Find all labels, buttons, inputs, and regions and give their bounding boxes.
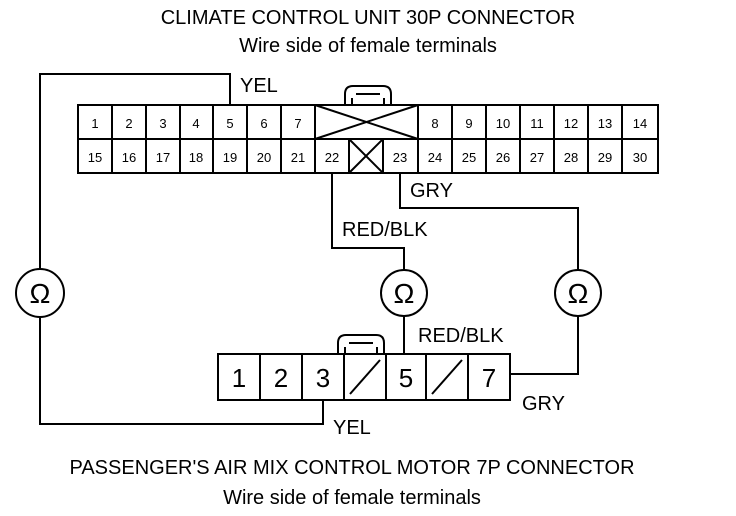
top-connector-subtitle: Wire side of female terminals <box>239 35 497 57</box>
motor-terminal-5: 5 <box>399 363 413 393</box>
terminal-12: 12 <box>564 116 578 131</box>
label-yel-top: YEL <box>240 75 278 97</box>
ohm-symbol-right: Ω <box>568 278 589 309</box>
ohmmeter-left: Ω <box>15 268 65 318</box>
terminal-1: 1 <box>91 116 98 131</box>
terminal-19: 19 <box>223 150 237 165</box>
terminal-16: 16 <box>122 150 136 165</box>
terminal-22: 22 <box>325 150 339 165</box>
terminal-6: 6 <box>260 116 267 131</box>
terminal-13: 13 <box>598 116 612 131</box>
label-redblk-top: RED/BLK <box>342 219 428 241</box>
terminal-24: 24 <box>428 150 442 165</box>
terminal-25: 25 <box>462 150 476 165</box>
label-gry-top: GRY <box>410 180 453 202</box>
wire-redblk-upper <box>331 173 405 270</box>
terminal-9: 9 <box>465 116 472 131</box>
terminal-5: 5 <box>226 116 233 131</box>
terminal-14: 14 <box>633 116 647 131</box>
ohmmeter-middle: Ω <box>380 269 428 317</box>
climate-control-30p-connector <box>77 104 659 174</box>
ohmmeter-right: Ω <box>554 269 602 317</box>
terminal-21: 21 <box>291 150 305 165</box>
terminal-30: 30 <box>633 150 647 165</box>
terminal-17: 17 <box>156 150 170 165</box>
terminal-20: 20 <box>257 150 271 165</box>
bottom-connector-title: PASSENGER'S AIR MIX CONTROL MOTOR 7P CON… <box>69 457 634 479</box>
top-connector-latch <box>344 85 392 105</box>
terminal-4: 4 <box>192 116 199 131</box>
terminal-27: 27 <box>530 150 544 165</box>
terminal-8: 8 <box>431 116 438 131</box>
ohm-symbol-middle: Ω <box>394 278 415 309</box>
terminal-7: 7 <box>294 116 301 131</box>
wire-yel-upper <box>39 73 231 268</box>
wire-gry-lower <box>510 316 579 375</box>
label-yel-bottom: YEL <box>333 417 371 439</box>
bottom-connector-subtitle: Wire side of female terminals <box>223 487 481 509</box>
terminal-15: 15 <box>88 150 102 165</box>
wire-yel-lower <box>39 318 324 425</box>
motor-terminal-7: 7 <box>482 363 496 393</box>
terminal-11: 11 <box>530 116 544 131</box>
bottom-connector-latch <box>337 334 385 354</box>
ohm-symbol-left: Ω <box>30 278 51 309</box>
terminal-23: 23 <box>393 150 407 165</box>
terminal-26: 26 <box>496 150 510 165</box>
motor-terminal-2: 2 <box>274 363 288 393</box>
terminal-3: 3 <box>159 116 166 131</box>
top-connector-title: CLIMATE CONTROL UNIT 30P CONNECTOR <box>161 7 576 29</box>
terminal-28: 28 <box>564 150 578 165</box>
label-gry-bottom: GRY <box>522 393 565 415</box>
label-redblk-bottom: RED/BLK <box>418 325 504 347</box>
motor-terminal-3: 3 <box>316 363 330 393</box>
wire-gry-upper <box>399 173 579 270</box>
terminal-2: 2 <box>125 116 132 131</box>
air-mix-motor-7p-connector <box>217 353 511 401</box>
terminal-18: 18 <box>189 150 203 165</box>
motor-terminal-1: 1 <box>232 363 246 393</box>
terminal-10: 10 <box>496 116 510 131</box>
terminal-29: 29 <box>598 150 612 165</box>
